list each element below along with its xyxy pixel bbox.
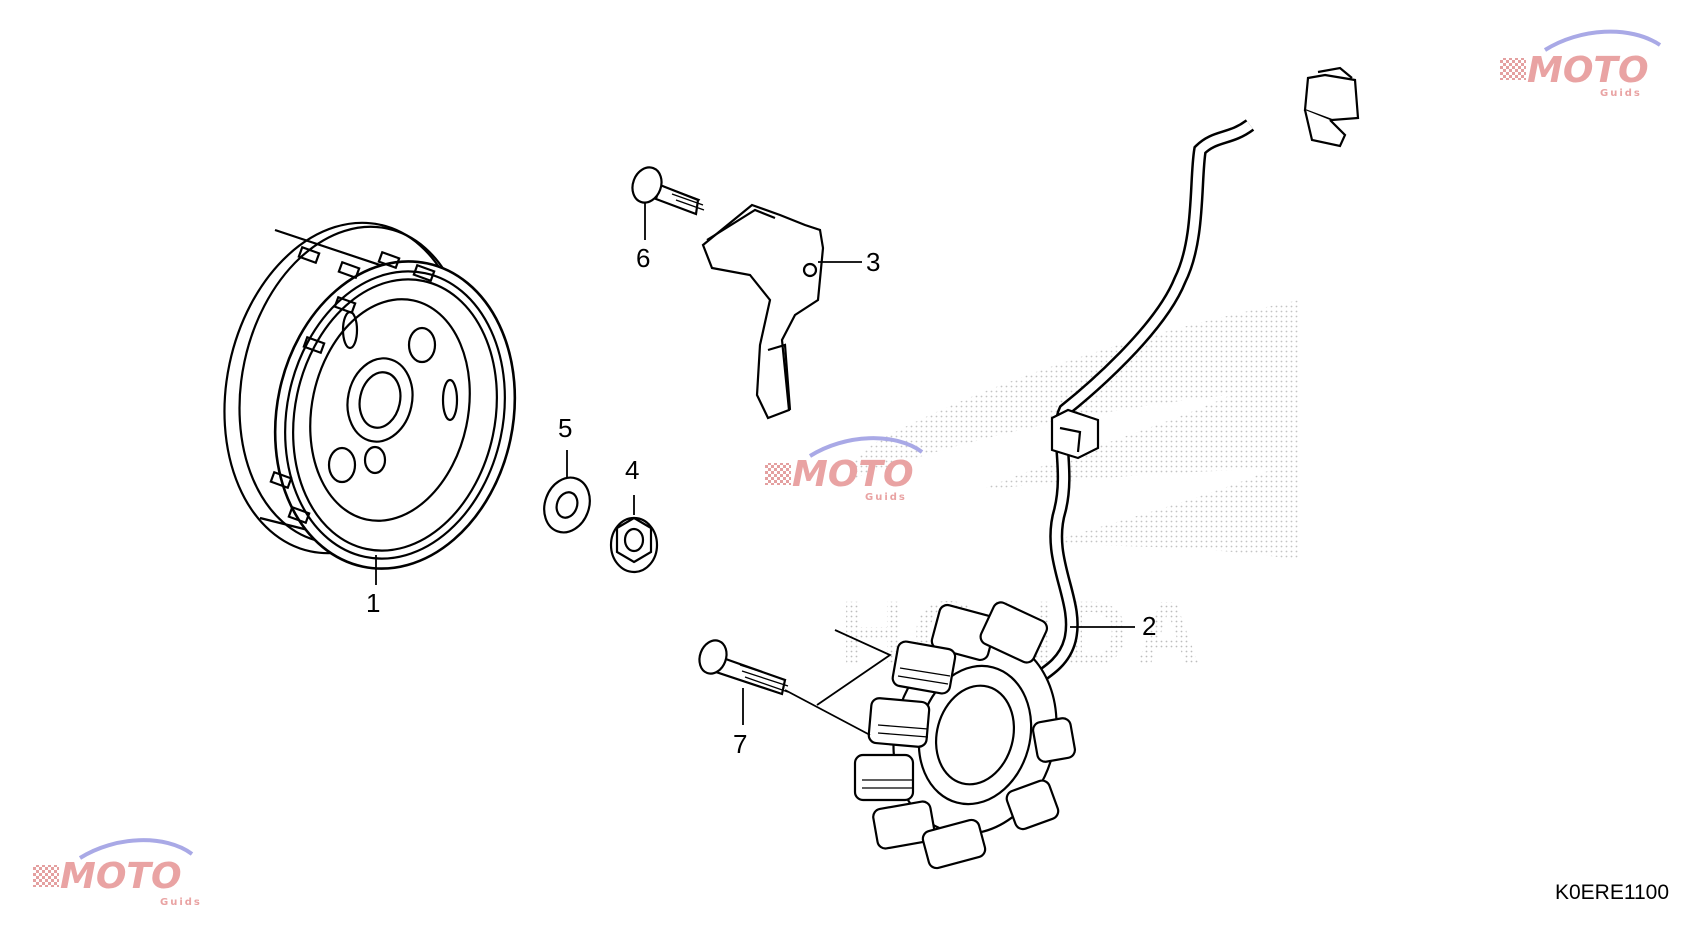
watermark-subtext: Guids — [1600, 88, 1642, 99]
callout-4: 4 — [625, 455, 639, 485]
moto-watermark-top-right: MOTO Guids — [1500, 29, 1662, 99]
watermark-subtext: Guids — [865, 492, 907, 503]
flywheel-rotor — [223, 221, 517, 570]
checker-flag-icon — [1500, 58, 1526, 80]
callout-7: 7 — [733, 729, 747, 759]
bracket-plate — [701, 203, 825, 420]
bolt-long — [698, 639, 789, 696]
watermark-text: MOTO — [60, 856, 182, 897]
diagram-part-code: K0ERE1100 — [1554, 881, 1669, 904]
watermark-text: MOTO — [792, 454, 914, 495]
swoosh-icon — [78, 838, 194, 860]
watermark-text: MOTO — [1527, 50, 1649, 91]
washer — [543, 476, 591, 534]
callout-6: 6 — [636, 243, 650, 273]
checker-flag-icon — [765, 463, 791, 485]
watermark-subtext: Guids — [160, 897, 202, 908]
callout-5: 5 — [558, 413, 572, 443]
flange-nut — [609, 516, 659, 574]
swoosh-icon — [808, 436, 924, 458]
moto-watermark-center: MOTO Guids — [765, 436, 924, 503]
moto-watermark-bottom-left: MOTO Guids — [33, 838, 202, 908]
bolt-top — [631, 166, 705, 216]
leader-7-bracket — [816, 629, 892, 706]
callout-2: 2 — [1142, 611, 1156, 641]
callouts: 1 2 3 4 5 6 7 — [366, 243, 1156, 759]
swoosh-icon — [1543, 29, 1662, 52]
wing-icon — [849, 300, 1300, 560]
stator-with-harness — [853, 66, 1360, 870]
checker-flag-icon — [33, 865, 59, 887]
leader-lines — [375, 203, 1135, 736]
callout-3: 3 — [866, 247, 880, 277]
leader-7-tail — [784, 689, 871, 736]
callout-1: 1 — [366, 588, 380, 618]
